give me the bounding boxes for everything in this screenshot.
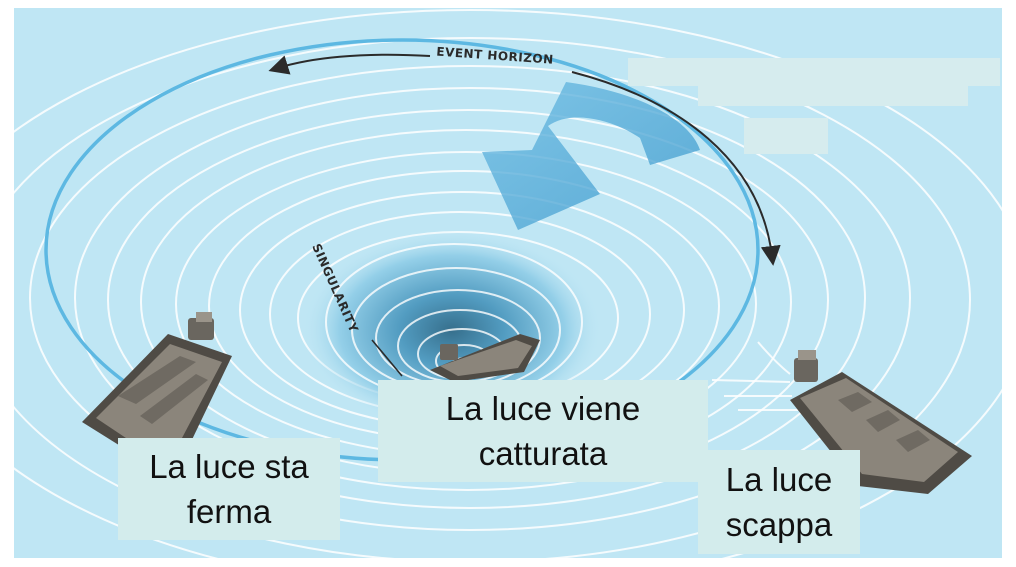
label-light-captured-line1: La luce viene bbox=[445, 390, 641, 427]
event-horizon-arrow-right bbox=[571, 71, 781, 266]
label-light-escapes-line2: scappa bbox=[725, 506, 833, 543]
redaction-box-top bbox=[628, 58, 1000, 86]
singularity-pointer bbox=[371, 339, 403, 377]
redaction-box-middle bbox=[698, 84, 968, 106]
event-horizon-arrow bbox=[268, 53, 431, 75]
label-light-stationary-line2: ferma bbox=[186, 493, 272, 530]
boat-left bbox=[82, 312, 232, 452]
label-light-captured-line2: catturata bbox=[478, 435, 608, 472]
boat-wake bbox=[711, 341, 798, 411]
label-light-captured: La luce viene catturata bbox=[378, 380, 708, 482]
boat-right bbox=[790, 350, 972, 494]
label-light-escapes: La luce scappa bbox=[698, 450, 860, 554]
flow-arrow bbox=[482, 82, 700, 230]
label-light-stationary: La luce sta ferma bbox=[118, 438, 340, 540]
label-light-escapes-line1: La luce bbox=[725, 461, 833, 498]
boat-center bbox=[430, 334, 540, 382]
label-light-stationary-line1: La luce sta bbox=[149, 448, 309, 485]
redaction-box-bottom bbox=[744, 118, 828, 154]
